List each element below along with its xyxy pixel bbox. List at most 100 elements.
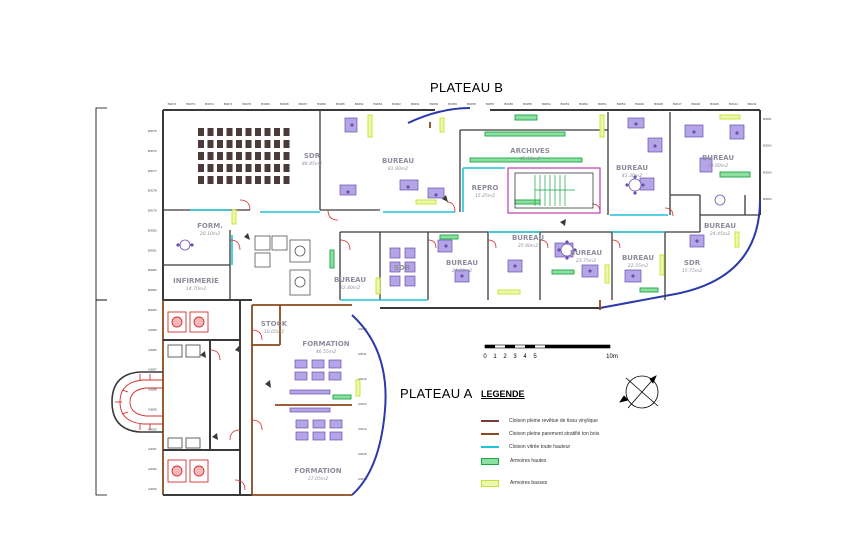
grid-tick: A3093 [148, 487, 157, 491]
seat [245, 164, 252, 172]
grid-tick: B3058 [467, 102, 476, 106]
seat [217, 128, 223, 136]
grid-tick: B3055 [523, 102, 532, 106]
grid-tick: A3015 [358, 452, 367, 456]
seat [245, 140, 252, 148]
legend-swatch [481, 446, 499, 448]
grid-tick: A3010 [358, 327, 367, 331]
grid-tick: B3080 [148, 228, 157, 232]
seat [217, 152, 223, 160]
sanitary-blocks [167, 311, 209, 483]
room-name-bureau-6: BUREAU [446, 259, 478, 267]
seat [207, 128, 214, 136]
seat [217, 164, 223, 172]
room-name-sdr-2: SDR [394, 264, 411, 272]
seat [283, 128, 290, 136]
seat [226, 140, 233, 148]
seat [245, 128, 252, 136]
room-name-bureau-8: BUREAU [570, 249, 602, 257]
side-brackets [95, 107, 107, 496]
seat [274, 176, 280, 184]
grid-tick: B3079 [148, 209, 157, 213]
seat [255, 164, 261, 172]
seat [245, 176, 252, 184]
room-name-sdr-3: SDR [684, 259, 701, 267]
grid-tick: A3086 [148, 348, 157, 352]
seat [264, 152, 271, 160]
interior-walls-b [163, 110, 760, 300]
seat [207, 176, 214, 184]
plateau-b-outline [162, 109, 761, 309]
room-area-bureau-8: 23.75m2 [576, 258, 596, 264]
legend-swatch [481, 479, 499, 487]
seat [283, 140, 290, 148]
seat [198, 152, 204, 160]
plateau-a-outline [163, 299, 252, 496]
legend-item: Cloison pleine parement stratifié ton bo… [481, 429, 599, 439]
grid-tick: A3014 [358, 427, 367, 431]
grid-tick: A3088 [148, 388, 157, 392]
legend-item: Armoires hautes [481, 456, 546, 466]
grid-tick: A3011 [358, 352, 367, 356]
auditorium-seating [198, 128, 290, 184]
legend-swatch [481, 420, 499, 422]
grid-tick: B3053 [561, 102, 570, 106]
seat [226, 128, 233, 136]
room-area-bureau-4: 24.45m2 [710, 231, 730, 237]
scale-end-label: 10m [606, 354, 618, 360]
grid-tick: A3090 [148, 427, 157, 431]
room-name-archives: ARCHIVES [510, 147, 550, 155]
grid-tick: B3072 [205, 102, 214, 106]
room-area-bureau-1: 81.90m2 [388, 166, 408, 172]
grid-tick: B3069 [261, 102, 270, 106]
grid-tick: B3052 [579, 102, 588, 106]
grid-tick: B3076 [148, 149, 157, 153]
seat [217, 140, 223, 148]
seat [226, 152, 233, 160]
grid-tick: B3075 [148, 129, 157, 133]
grid-tick: B3063 [373, 102, 382, 106]
seat [236, 176, 242, 184]
seat [236, 128, 242, 136]
grid-tick: B3048 [654, 102, 663, 106]
grid-tick: A3091 [148, 447, 157, 451]
grid-tick: B3044 [729, 102, 738, 106]
grid-tick: B3082 [148, 268, 157, 272]
staircase [111, 371, 163, 433]
grid-tick: B3084 [148, 308, 157, 312]
grid-tick: B3065 [336, 102, 345, 106]
seat [226, 176, 233, 184]
grid-tick: B3074 [168, 102, 177, 106]
grid-tick: B3043 [748, 102, 757, 106]
room-name-bureau-7: BUREAU [512, 234, 544, 242]
legend-swatch [481, 457, 499, 465]
room-name-repro: REPRO [472, 184, 499, 192]
legend-label: Armoires basses [510, 480, 548, 486]
grid-tick: B3046 [692, 102, 701, 106]
seat [255, 140, 261, 148]
direction-arrows [200, 195, 566, 440]
grid-tick: B3002 [763, 144, 772, 148]
seat [255, 176, 261, 184]
room-name-infirmerie: INFIRMERIE [173, 277, 219, 285]
seat [274, 140, 280, 148]
high-cabinets [329, 114, 751, 400]
room-area-infirmerie: 14.70m2 [186, 286, 206, 292]
grid-tick: B3067 [299, 102, 308, 106]
seat [274, 164, 280, 172]
room-area-formation-2: 37.05m2 [308, 476, 328, 482]
room-area-archives: 40.10m2 [520, 156, 540, 162]
room-area-formation-1: 46.55m2 [316, 349, 336, 355]
grid-tick: A3085 [148, 328, 157, 332]
room-area-bureau-6: 24.00m2 [452, 268, 472, 274]
grid-tick: B3003 [763, 170, 772, 174]
doors [209, 199, 674, 491]
legend-item: Cloison pleine revêtue de tissu vinyliqu… [481, 416, 598, 426]
grid-tick: B3064 [355, 102, 364, 106]
legend-label: Armoires hautes [510, 458, 547, 464]
seat [207, 140, 214, 148]
grid-tick: B3059 [448, 102, 457, 106]
low-cabinets [231, 114, 741, 397]
